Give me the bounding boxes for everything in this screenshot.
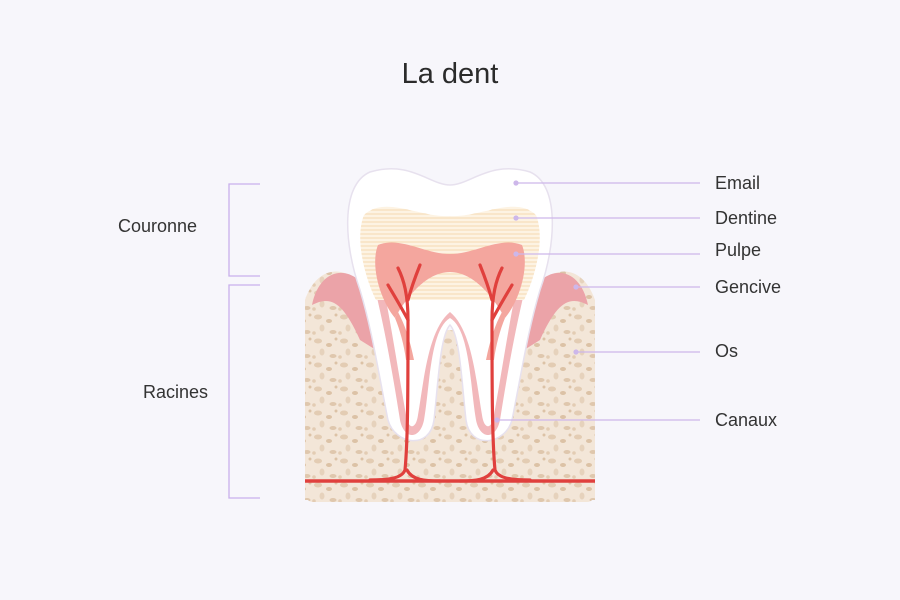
dentin-leader-dot <box>513 215 519 221</box>
bone-leader-dot <box>573 349 579 355</box>
canals-label: Canaux <box>715 410 778 430</box>
gum-label: Gencive <box>715 277 782 297</box>
canals-leader-dot <box>494 417 500 423</box>
roots-bracket <box>228 284 260 499</box>
roots-label: Racines <box>143 382 209 402</box>
gum-leader-dot <box>573 284 579 290</box>
root-inner <box>384 290 516 427</box>
bone-label: Os <box>715 341 739 361</box>
pulp-label: Pulpe <box>715 240 762 260</box>
dentin-label: Dentine <box>715 208 778 228</box>
pulp <box>375 242 525 318</box>
crown-bracket <box>228 183 260 277</box>
pulp-leader-dot <box>513 251 519 257</box>
enamel-leader-dot <box>513 180 519 186</box>
crown-label: Couronne <box>118 216 198 236</box>
pulp-extensions <box>395 312 505 360</box>
enamel-label: Email <box>715 173 761 193</box>
diagram-title: La dent <box>401 58 499 90</box>
